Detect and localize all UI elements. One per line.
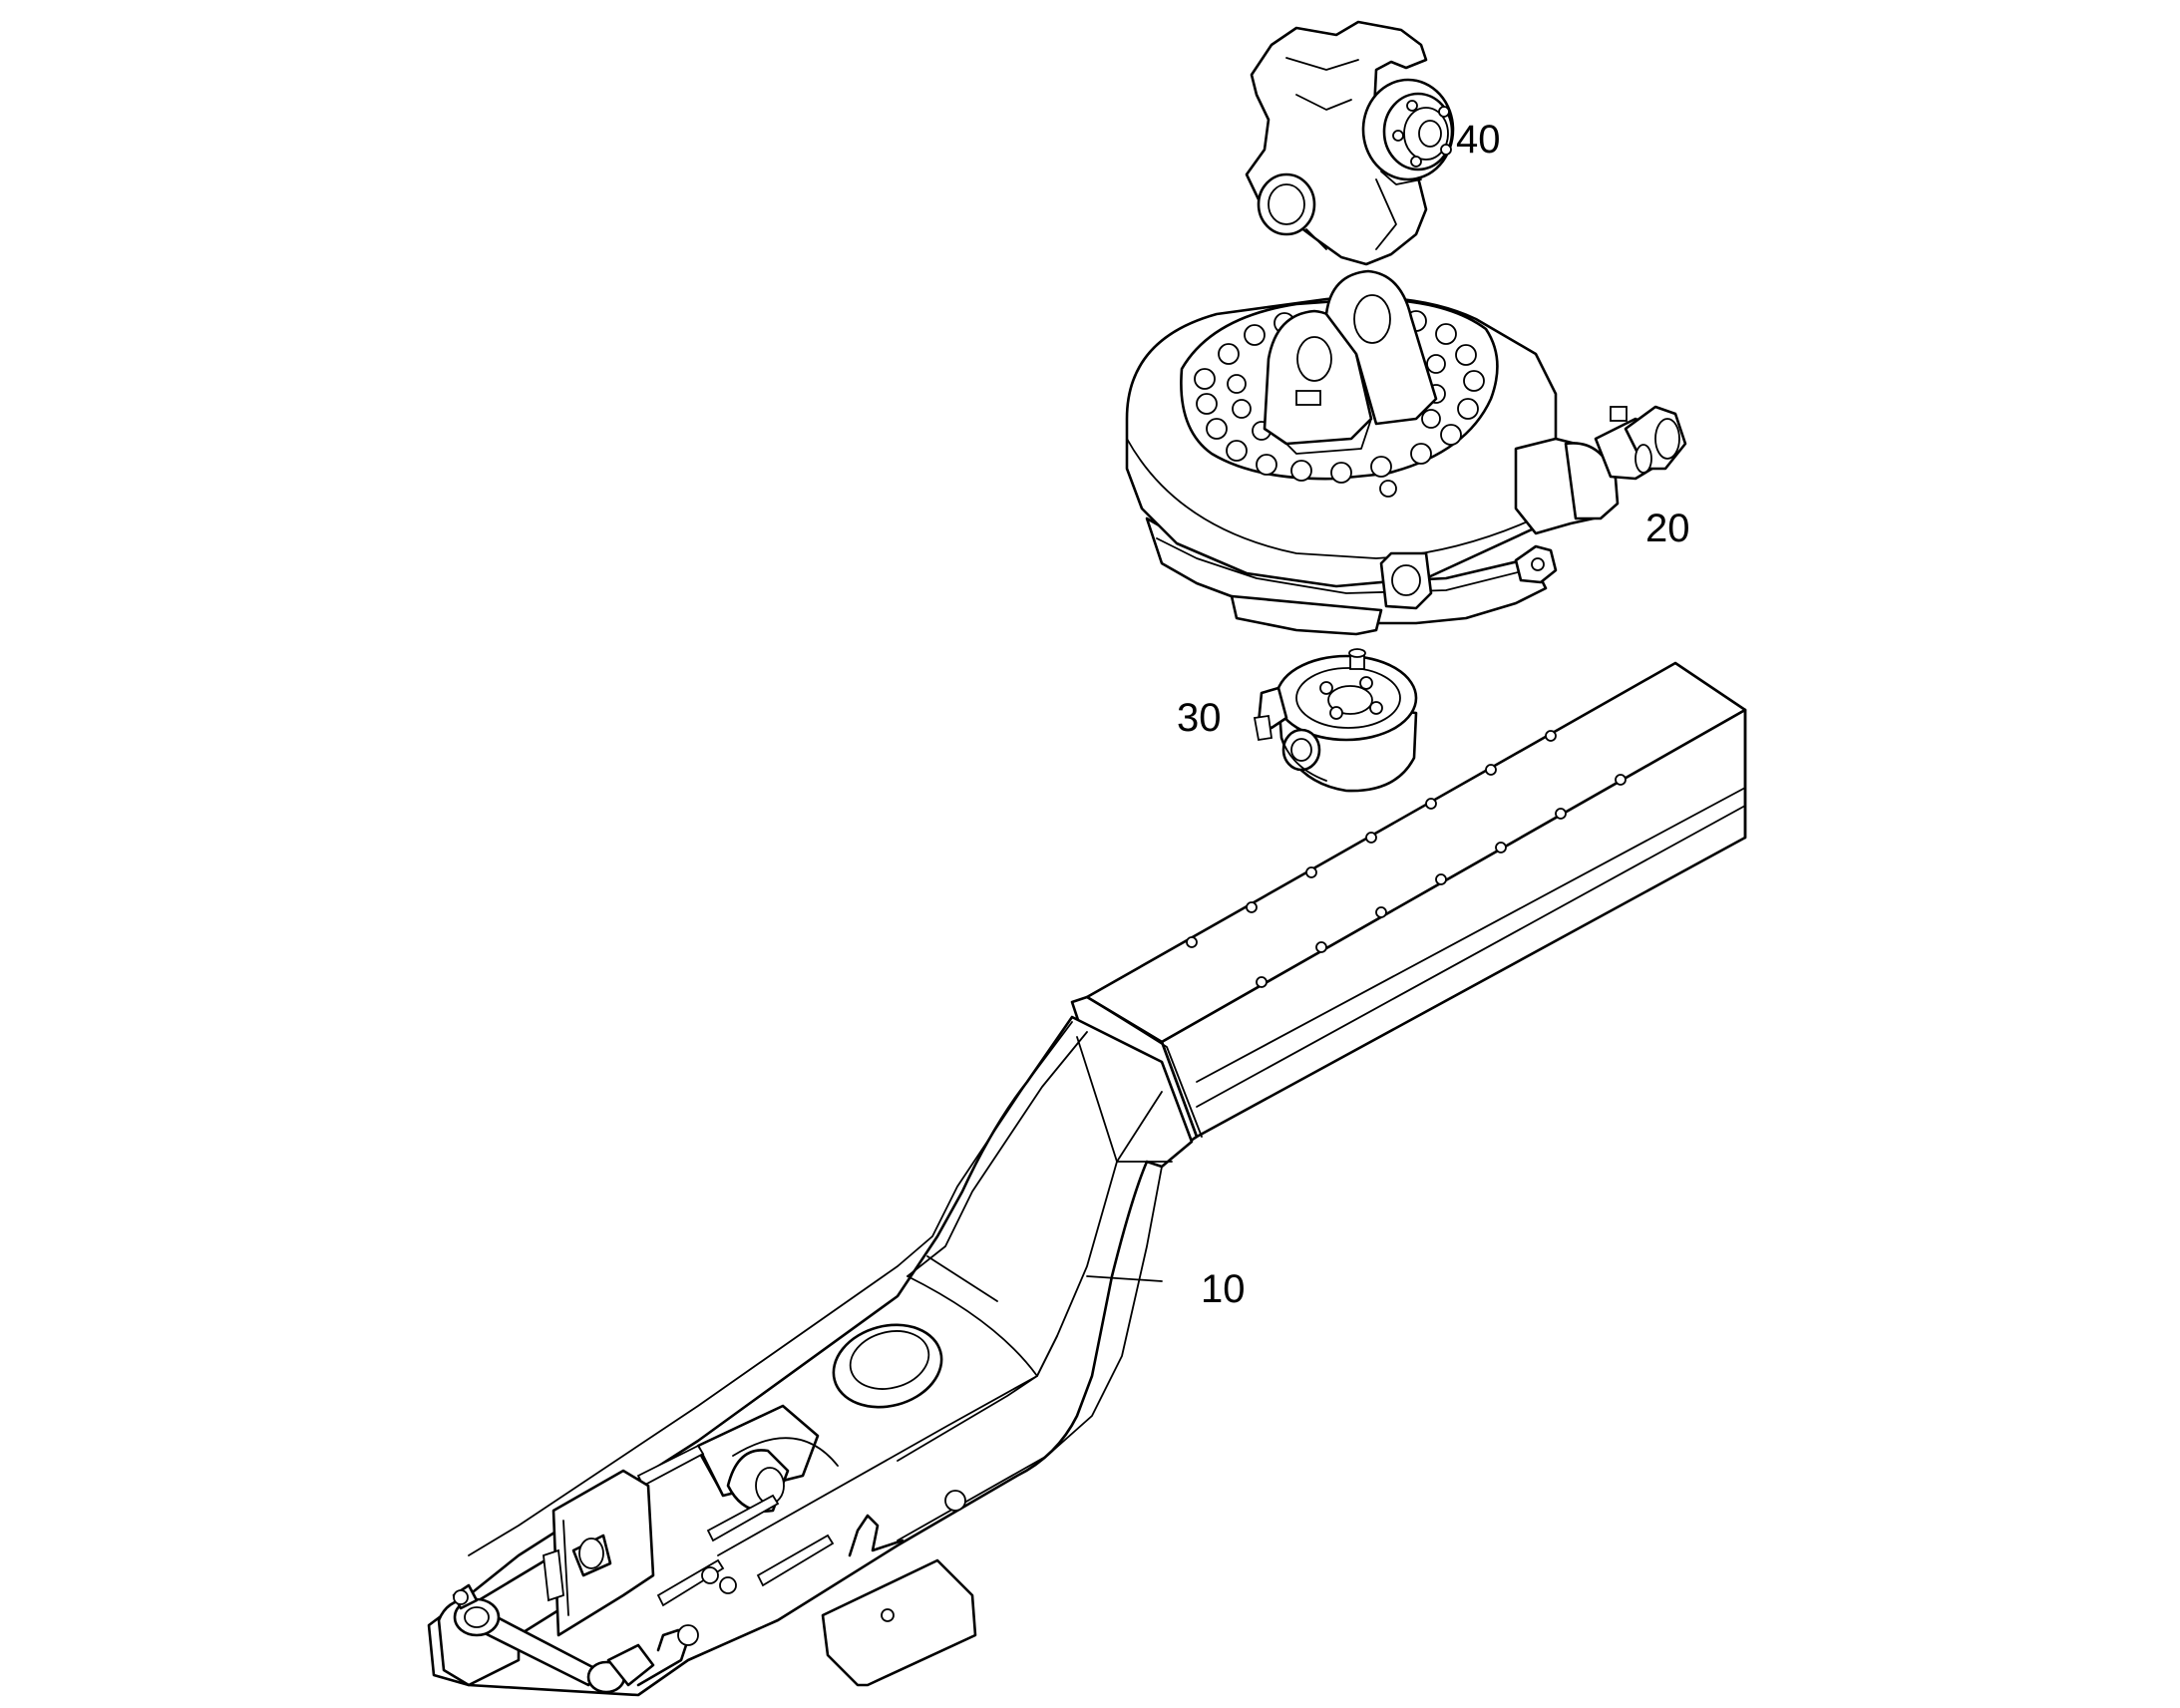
part-20-slewing-ring [1125, 269, 1687, 636]
callout-10: 10 [1201, 1267, 1246, 1311]
callout-30: 30 [1177, 696, 1222, 740]
beam-holes [1186, 730, 1627, 988]
part-30-swivel-joint [1253, 648, 1418, 793]
part-40-pivot-bracket [1245, 20, 1455, 266]
part-10-frame [427, 661, 1747, 1697]
callout-40: 40 [1456, 118, 1501, 162]
callout-labels: 10 20 30 40 [1177, 118, 1690, 1311]
callout-20: 20 [1645, 507, 1690, 550]
